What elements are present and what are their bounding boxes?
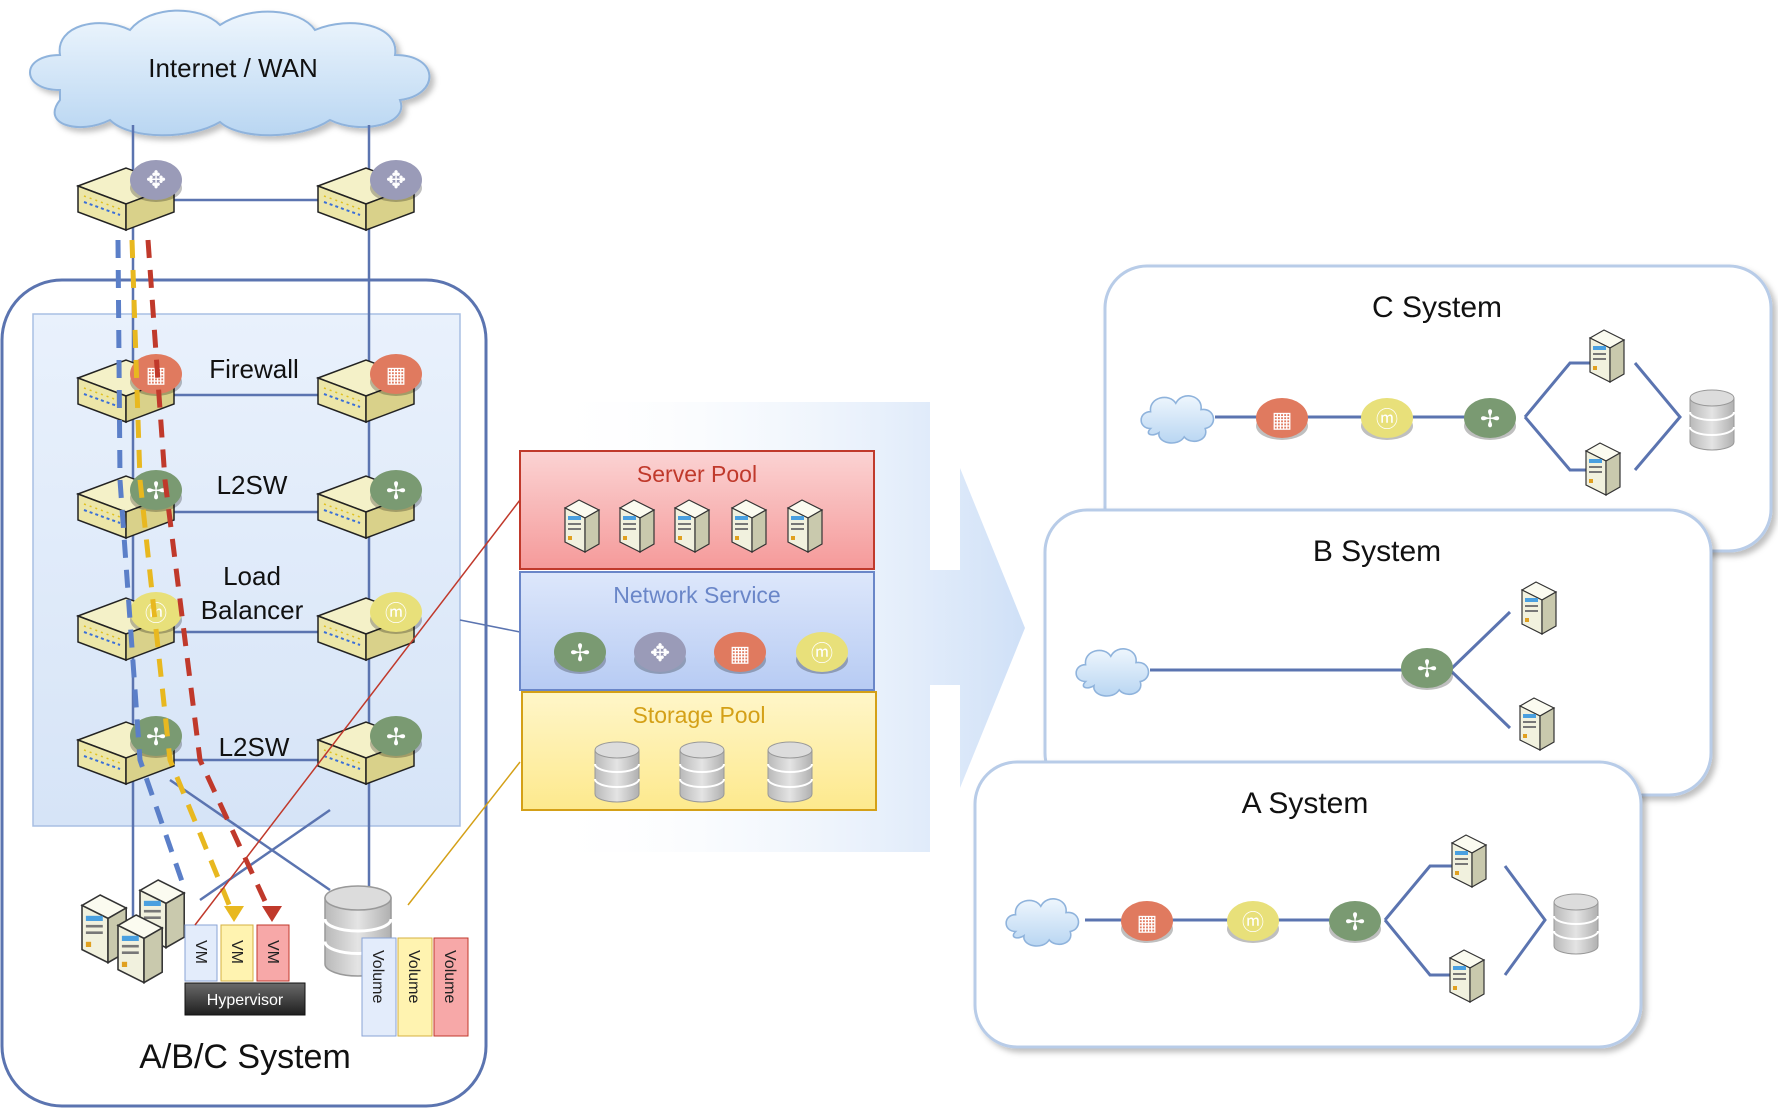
svg-text:ⓜ: ⓜ: [1376, 407, 1398, 432]
storage-pool-label: Storage Pool: [633, 702, 766, 728]
internet-wan-cloud: [29, 9, 431, 137]
svg-text:▦: ▦: [386, 362, 407, 387]
a-system-title: A System: [1242, 787, 1369, 820]
l2sw-top-right: ✢: [317, 470, 422, 539]
firewall-label: Firewall: [209, 354, 299, 384]
router-left: ✥: [77, 160, 182, 231]
l2sw-top-label: L2SW: [217, 470, 288, 500]
svg-text:✥: ✥: [146, 167, 166, 194]
router-right: ✥: [317, 160, 422, 231]
l2sw-top-left: ✢: [77, 470, 182, 539]
svg-text:✢: ✢: [386, 478, 406, 505]
traffic-paths: [115, 239, 273, 914]
pool-connectors: [194, 499, 521, 926]
svg-text:▦: ▦: [1137, 910, 1158, 935]
vm-red: [256, 924, 290, 982]
hypervisor-bar: [184, 982, 306, 1016]
volume-label-1: Volume: [369, 950, 386, 1003]
vm-label-2: VM: [228, 940, 245, 964]
vm-blue: [184, 924, 218, 982]
network-service-label: Network Service: [613, 582, 780, 608]
svg-text:ⓜ: ⓜ: [385, 601, 407, 626]
volume-stack: Volume Volume Volume: [361, 937, 469, 1037]
storage-pool: Storage Pool: [521, 691, 877, 811]
l2sw-bottom-right: ✢: [317, 716, 422, 785]
load-balancer-label-2: Balancer: [201, 595, 304, 625]
l2sw-bottom-label: L2SW: [219, 732, 290, 762]
server-pool: Server Pool: [519, 450, 875, 570]
server-pool-label: Server Pool: [637, 461, 757, 487]
network-service-pool: Network Service ✢ ✥ ▦ ⓜ: [519, 571, 875, 691]
abc-system-title: A/B/C System: [139, 1038, 351, 1076]
svg-text:✢: ✢: [146, 724, 166, 751]
svg-text:✢: ✢: [146, 478, 166, 505]
volume-label-3: Volume: [441, 950, 458, 1003]
svg-text:✢: ✢: [1480, 406, 1500, 433]
svg-text:✢: ✢: [386, 724, 406, 751]
volume-label-2: Volume: [405, 950, 422, 1003]
load-balancer-label-1: Load: [223, 561, 281, 591]
svg-text:ⓜ: ⓜ: [811, 641, 833, 666]
cloud-label: Internet / WAN: [148, 53, 318, 83]
a-system-card: A System ▦ ⓜ ✢: [973, 760, 1643, 1049]
vm-label-1: VM: [192, 940, 209, 964]
vm-stack: VM VM VM Hypervisor: [184, 924, 306, 1016]
svg-text:✥: ✥: [386, 167, 406, 194]
b-system-title: B System: [1313, 535, 1441, 568]
b-system-card: B System ✢: [1043, 508, 1713, 797]
traffic-arrows: [224, 906, 282, 922]
svg-text:✢: ✢: [1417, 656, 1437, 683]
hypervisor-label: Hypervisor: [207, 992, 284, 1009]
svg-text:▦: ▦: [730, 641, 751, 666]
svg-text:✥: ✥: [650, 640, 670, 667]
svg-text:ⓜ: ⓜ: [1242, 910, 1264, 935]
c-system-title: C System: [1372, 291, 1502, 324]
svg-text:✢: ✢: [570, 640, 590, 667]
firewall-right: ▦: [317, 354, 422, 423]
c-system-card: C System ▦ ⓜ ✢: [1103, 264, 1773, 553]
vm-yellow: [220, 924, 254, 982]
svg-text:▦: ▦: [1272, 407, 1293, 432]
l2sw-bottom-left: ✢: [77, 716, 182, 785]
vm-label-3: VM: [264, 940, 281, 964]
load-balancer-right: ⓜ: [317, 592, 422, 661]
svg-text:✢: ✢: [1345, 909, 1365, 936]
